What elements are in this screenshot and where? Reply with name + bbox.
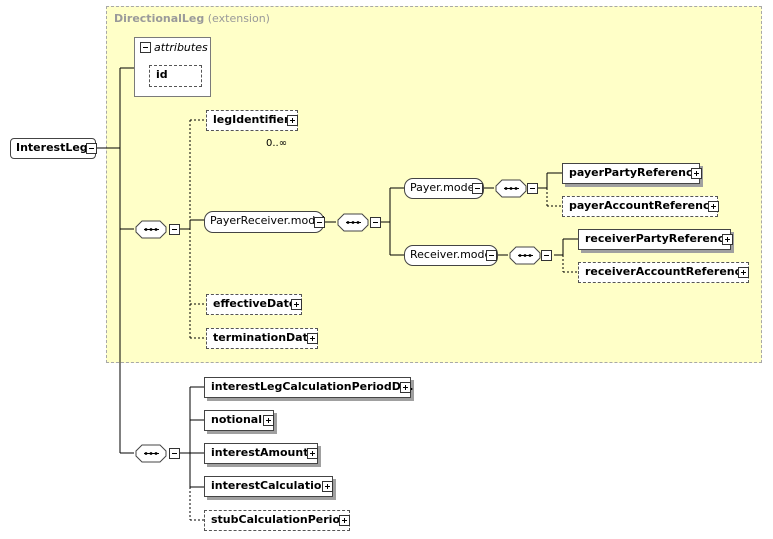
legidentifier-element[interactable]: legIdentifier [206,110,298,131]
sequence-payer-collapse-icon[interactable] [527,183,538,194]
receiver-model-collapse-icon[interactable] [486,250,497,261]
payerpartyreference-element[interactable]: payerPartyReference [562,163,700,184]
payeraccountreference-element[interactable]: payerAccountReference [562,196,718,217]
terminationdate-expand-icon[interactable] [307,333,318,344]
stubcalculationperiod-label: stubCalculationPeriod [211,513,348,526]
receiverpartyreference-expand-icon[interactable] [722,234,733,245]
interestleg-element[interactable]: InterestLeg [10,138,96,159]
interestamount-expand-icon[interactable] [307,448,318,459]
receiveraccountreference-label: receiverAccountReference [585,265,749,278]
sequence-1-collapse-icon[interactable] [169,224,180,235]
receiver-model-group[interactable]: Receiver.model [404,245,498,266]
interestcalculation-expand-icon[interactable] [322,481,333,492]
payerreceiver-model-group[interactable]: PayerReceiver.model [204,211,326,233]
attribute-id[interactable]: id [149,65,202,87]
interestamount-label: interestAmount [211,446,309,459]
effectivedate-label: effectiveDate [213,297,297,310]
stubcalculationperiod-expand-icon[interactable] [339,515,350,526]
notional-label: notional [211,413,262,426]
receiveraccountreference-expand-icon[interactable] [738,267,749,278]
legidentifier-label: legIdentifier [213,113,290,126]
interestlegcalculationperioddates-expand-icon[interactable] [400,382,411,393]
payeraccountreference-label: payerAccountReference [569,199,717,212]
payerreceiver-collapse-icon[interactable] [314,217,325,228]
terminationdate-label: terminationDate [213,331,316,344]
payer-model-group[interactable]: Payer.model [404,178,484,199]
receiverpartyreference-label: receiverPartyReference [585,232,732,245]
notional-expand-icon[interactable] [263,415,274,426]
payerreceiver-model-label: PayerReceiver.model [210,214,326,227]
attributes-label: attributes [154,41,208,54]
receiver-model-label: Receiver.model [410,248,495,261]
interestleg-collapse-icon[interactable] [86,143,97,154]
interestamount-element[interactable]: interestAmount [204,443,318,464]
effectivedate-expand-icon[interactable] [291,299,302,310]
interestleg-label: InterestLeg [16,141,88,154]
interestcalculation-label: interestCalculation [211,479,330,492]
legidentifier-expand-icon[interactable] [287,115,298,126]
extension-name: DirectionalLeg [114,12,205,25]
sequence-receiver-collapse-icon[interactable] [541,250,552,261]
payerpartyreference-expand-icon[interactable] [691,168,702,179]
receiverpartyreference-element[interactable]: receiverPartyReference [578,229,732,250]
sequence-2-collapse-icon[interactable] [370,217,381,228]
payer-model-label: Payer.model [410,181,478,194]
receiveraccountreference-element[interactable]: receiverAccountReference [578,262,749,283]
legidentifier-cardinality: 0..∞ [266,138,288,149]
payerpartyreference-label: payerPartyReference [569,166,700,179]
extension-title: DirectionalLeg (extension) [114,12,270,25]
extension-suffix: (extension) [207,12,270,25]
terminationdate-element[interactable]: terminationDate [206,328,318,349]
interestcalculation-element[interactable]: interestCalculation [204,476,333,497]
sequence-3-collapse-icon[interactable] [169,448,180,459]
payeraccountreference-expand-icon[interactable] [708,201,719,212]
payer-model-collapse-icon[interactable] [472,183,483,194]
stubcalculationperiod-element[interactable]: stubCalculationPeriod [204,510,350,531]
notional-element[interactable]: notional [204,410,274,431]
interestlegcalculationperioddates-label: interestLegCalculationPeriodD... [211,380,414,393]
effectivedate-element[interactable]: effectiveDate [206,294,302,315]
interestlegcalculationperioddates-element[interactable]: interestLegCalculationPeriodD... [204,377,414,398]
attributes-collapse-icon[interactable] [140,42,151,53]
